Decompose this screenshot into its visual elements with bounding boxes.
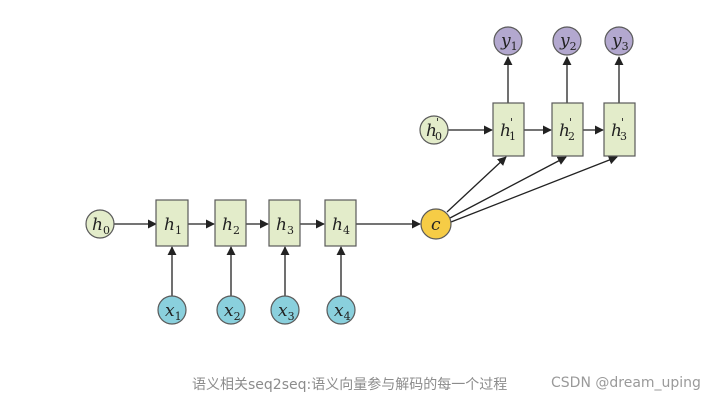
- svg-text:y2: y2: [559, 31, 577, 53]
- figure-caption: 语义相关seq2seq:语义向量参与解码的每一个过程: [192, 377, 508, 393]
- input-node-3: x3: [270, 295, 300, 325]
- encoder-state-box-2: h2: [214, 199, 247, 247]
- svg-text:x3: x3: [278, 301, 295, 323]
- input-node-2: x2: [216, 295, 246, 325]
- svg-text:h0: h0: [92, 215, 110, 237]
- decoder-state-box-3: h'3: [603, 102, 636, 157]
- output-node-1: y1: [493, 26, 523, 56]
- svg-text:h'3: h'3: [611, 116, 627, 143]
- input-node-4: x4: [326, 295, 356, 325]
- output-node-2: y2: [552, 26, 582, 56]
- input-node-1: x1: [157, 295, 187, 325]
- encoder-initial-state-node: h0: [85, 209, 115, 239]
- csdn-watermark: CSDN @dream_uping: [551, 375, 701, 391]
- decoder-initial-state-node: h'0: [419, 115, 449, 145]
- edge-c-d3: [450, 155, 618, 223]
- encoder-state-box-3: h3: [268, 199, 301, 247]
- svg-text:x2: x2: [224, 301, 241, 323]
- svg-text:h'0: h'0: [426, 116, 442, 143]
- svg-text:y1: y1: [500, 31, 518, 53]
- svg-text:h1: h1: [164, 215, 182, 237]
- edge-c-d2: [449, 156, 567, 219]
- svg-text:x4: x4: [334, 301, 351, 323]
- svg-text:h'1: h'1: [500, 116, 516, 143]
- decoder-state-box-2: h'2: [551, 102, 584, 157]
- context-vector-node: c: [420, 208, 452, 240]
- svg-text:h'2: h'2: [559, 116, 575, 143]
- svg-text:x1: x1: [165, 301, 182, 323]
- svg-text:h2: h2: [222, 215, 240, 237]
- svg-text:c: c: [431, 215, 441, 235]
- decoder-state-box-1: h'1: [492, 102, 525, 157]
- svg-text:h3: h3: [276, 215, 294, 237]
- edge-c-d1: [446, 156, 507, 213]
- svg-text:y3: y3: [611, 31, 629, 53]
- encoder-state-box-1: h1: [155, 199, 189, 247]
- svg-text:h4: h4: [332, 215, 350, 237]
- encoder-state-box-4: h4: [324, 199, 357, 247]
- output-node-3: y3: [604, 26, 634, 56]
